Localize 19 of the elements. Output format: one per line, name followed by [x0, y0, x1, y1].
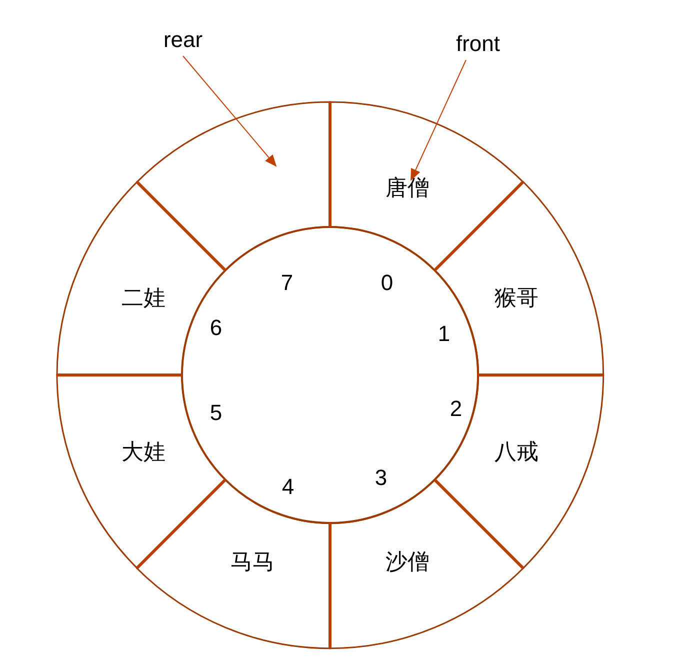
index-number: 1 [438, 321, 450, 347]
slot-label: 沙僧 [385, 548, 430, 576]
index-number: 0 [380, 270, 394, 296]
slot-label: 二娃 [121, 284, 166, 312]
pointer-label: front [456, 31, 500, 57]
index-number: 4 [282, 474, 294, 500]
index-number: 6 [210, 315, 222, 341]
pointer-arrow [182, 56, 277, 167]
slot-label: 唐僧 [385, 174, 430, 202]
index-number: 2 [450, 396, 462, 422]
slot-label: 猴哥 [494, 284, 539, 312]
index-number: 5 [210, 400, 222, 426]
slot-label: 八戒 [494, 438, 539, 466]
index-number: 7 [280, 270, 294, 296]
slot-label: 大娃 [121, 438, 166, 466]
index-number: 3 [374, 465, 388, 491]
pointer-label: rear [163, 27, 203, 53]
pointer-arrow [410, 60, 466, 181]
slot-label: 马马 [230, 548, 275, 576]
